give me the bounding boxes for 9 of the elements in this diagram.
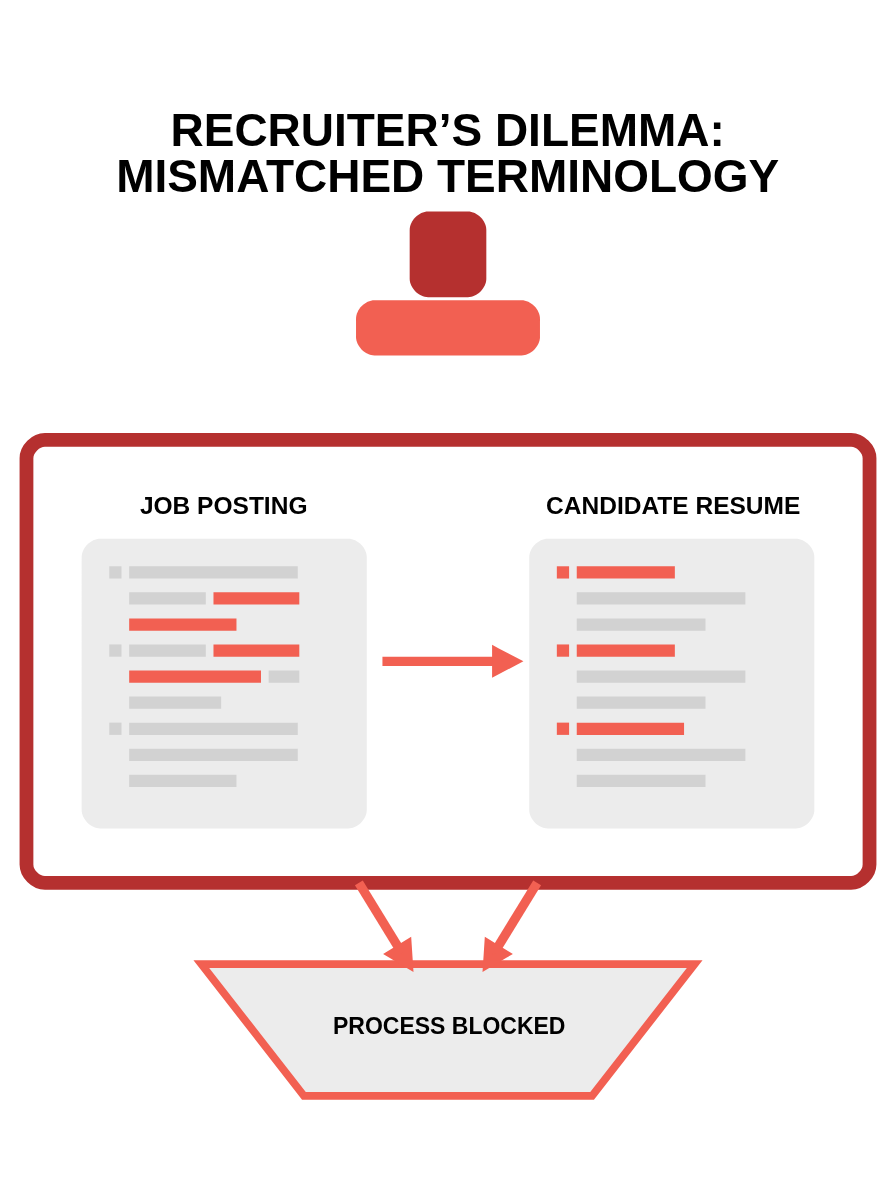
- cluster: [19, 432, 877, 890]
- node-label: JOB POSTING: [139, 491, 308, 519]
- arrow: [382, 644, 524, 678]
- diagram-title: RECRUITER’S DILEMMA: MISMATCHED TERMINOLOGY: [116, 103, 780, 202]
- arrow: [354, 880, 414, 973]
- node-box: [81, 538, 367, 829]
- node-box: [529, 538, 815, 829]
- node-label: CANDIDATE RESUME: [546, 491, 801, 519]
- arrow: [482, 880, 542, 973]
